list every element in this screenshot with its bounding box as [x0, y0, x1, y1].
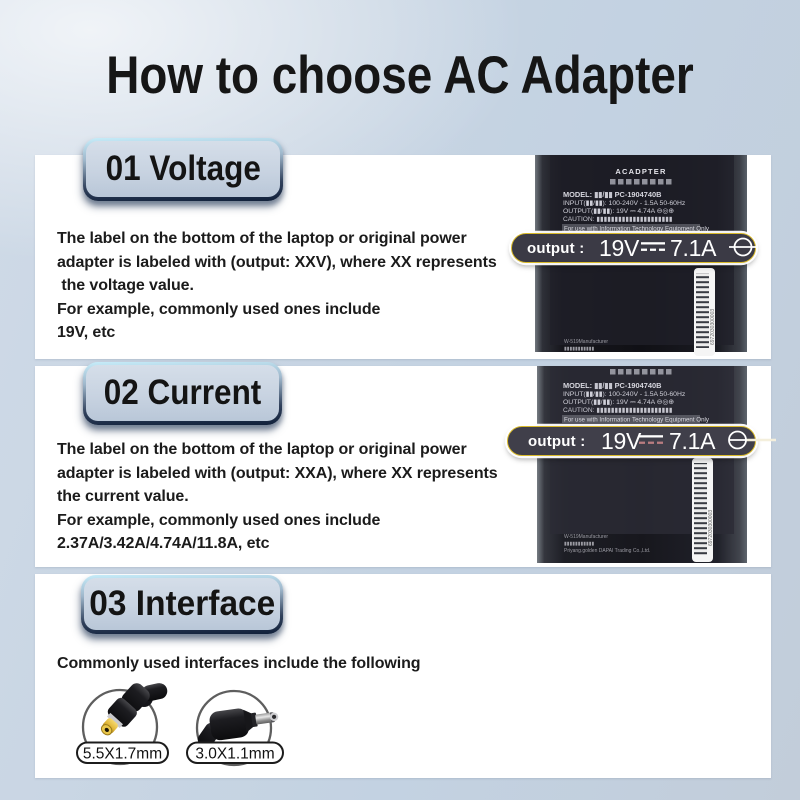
svg-text:INPUT(▮▮/▮▮): 100-240V - 1.5A: INPUT(▮▮/▮▮): 100-240V - 1.5A 50-60Hz: [563, 391, 686, 398]
svg-text:OUTPUT(▮▮/▮▮): 19V ⎓ 4.74A ⊖◎⊕: OUTPUT(▮▮/▮▮): 19V ⎓ 4.74A ⊖◎⊕: [563, 399, 674, 406]
svg-text:W-519Manufacturer: W-519Manufacturer: [564, 534, 608, 540]
svg-text:6972030300003: 6972030300003: [710, 309, 716, 345]
svg-text:3.0X1.1mm: 3.0X1.1mm: [195, 746, 274, 763]
svg-text:CAUTION: ▮▮▮▮▮▮▮▮▮▮▮▮▮▮▮▮▮▮▮▮▮: CAUTION: ▮▮▮▮▮▮▮▮▮▮▮▮▮▮▮▮▮▮▮▮▮: [563, 216, 673, 223]
svg-text:▮▮▮▮▮▮▮▮▮▮▮: ▮▮▮▮▮▮▮▮▮▮▮: [564, 541, 595, 547]
svg-text:W-519Manufacturer: W-519Manufacturer: [564, 339, 608, 345]
svg-text:For use with Information Techn: For use with Information Technology Equi…: [564, 226, 710, 233]
svg-text:INPUT(▮▮/▮▮): 100-240V - 1.5A: INPUT(▮▮/▮▮): 100-240V - 1.5A 50-60Hz: [563, 200, 686, 207]
svg-text:▮▮▮▮▮▮▮▮▮▮▮: ▮▮▮▮▮▮▮▮▮▮▮: [564, 346, 595, 352]
svg-text:For use with Information Techn: For use with Information Technology Equi…: [564, 417, 710, 424]
svg-text:MODEL: ▮▮/▮▮ PC-1904740B: MODEL: ▮▮/▮▮ PC-1904740B: [563, 190, 661, 199]
svg-text:ACADPTER: ACADPTER: [615, 167, 666, 176]
svg-text:OUTPUT(▮▮/▮▮): 19V ⎓ 4.74A ⊖◎⊕: OUTPUT(▮▮/▮▮): 19V ⎓ 4.74A ⊖◎⊕: [563, 208, 674, 215]
svg-text:5.5X1.7mm: 5.5X1.7mm: [83, 746, 162, 763]
svg-text:Priyang.golden DAPAI Trading C: Priyang.golden DAPAI Trading Co.,Ltd.: [564, 548, 650, 554]
svg-text:MODEL: ▮▮/▮▮ PC-1904740B: MODEL: ▮▮/▮▮ PC-1904740B: [563, 381, 661, 390]
svg-text:CAUTION: ▮▮▮▮▮▮▮▮▮▮▮▮▮▮▮▮▮▮▮▮▮: CAUTION: ▮▮▮▮▮▮▮▮▮▮▮▮▮▮▮▮▮▮▮▮▮: [563, 407, 673, 414]
svg-text:6972030300003: 6972030300003: [708, 510, 714, 546]
